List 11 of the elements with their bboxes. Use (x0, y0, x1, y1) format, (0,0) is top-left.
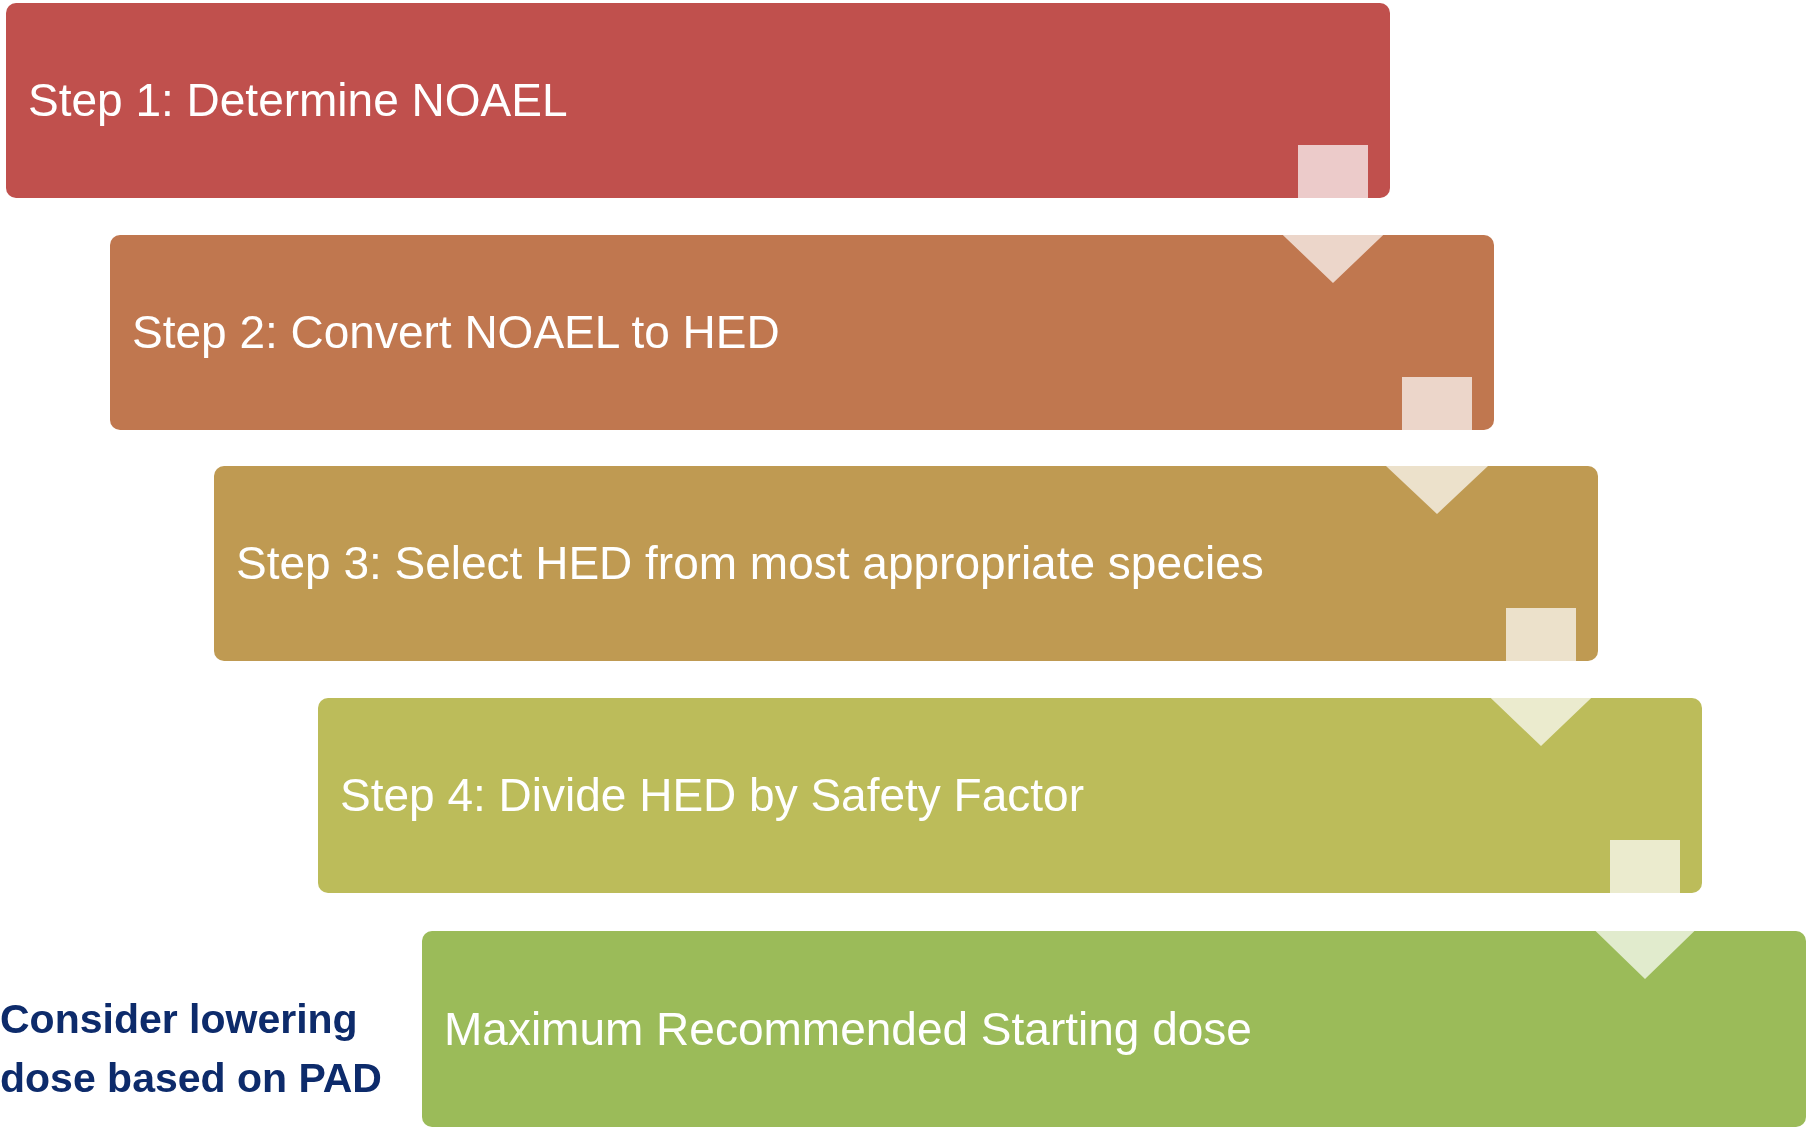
step-box (422, 931, 1806, 1127)
step-text: Step 1: Determine NOAEL (28, 73, 568, 129)
step-box (6, 3, 1390, 198)
step-box (214, 466, 1598, 661)
note-text: Consider lowering dose based on PAD (0, 995, 383, 1104)
step-box (110, 235, 1494, 430)
step-box (318, 698, 1702, 893)
step-text: Maximum Recommended Starting dose (444, 1001, 1252, 1057)
step-text: Step 3: Select HED from most appropriate species (236, 536, 1264, 592)
step-text: Step 4: Divide HED by Safety Factor (340, 768, 1084, 824)
step-text: Step 2: Convert NOAEL to HED (132, 305, 780, 361)
